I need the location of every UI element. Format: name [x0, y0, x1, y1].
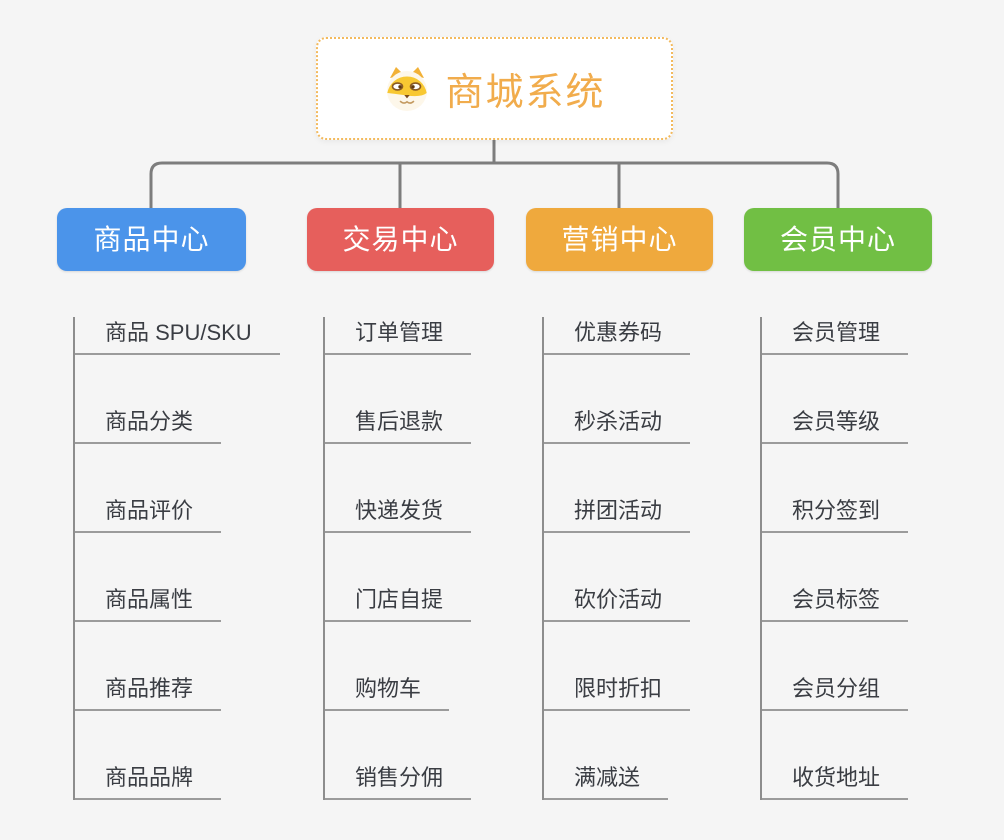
leaf-node[interactable]: 订单管理: [323, 317, 472, 355]
leaf-node[interactable]: 商品推荐: [73, 673, 222, 711]
leaf-node[interactable]: 门店自提: [323, 584, 472, 622]
branch-header[interactable]: 交易中心: [307, 208, 494, 271]
branch-items: 优惠券码秒杀活动拼团活动砍价活动限时折扣满减送: [542, 317, 842, 800]
root-node[interactable]: 商城系统: [316, 37, 673, 140]
leaf-node[interactable]: 满减送: [542, 762, 669, 800]
branch-3: 会员中心 会员管理会员等级积分签到会员标签会员分组收货地址: [744, 208, 932, 800]
branch-header[interactable]: 营销中心: [526, 208, 713, 271]
branch-items: 会员管理会员等级积分签到会员标签会员分组收货地址: [760, 317, 1004, 800]
leaf-node[interactable]: 快递发货: [323, 495, 472, 533]
branch-0: 商品中心 商品 SPU/SKU 商品分类商品评价商品属性商品推荐商品品牌: [57, 208, 280, 800]
leaf-node[interactable]: 会员分组: [760, 673, 909, 711]
leaf-node[interactable]: 会员管理: [760, 317, 909, 355]
root-title: 商城系统: [445, 72, 606, 114]
leaf-node[interactable]: 购物车: [323, 673, 450, 711]
dog-face-icon: [383, 65, 431, 113]
leaf-node[interactable]: 商品评价: [73, 495, 222, 533]
leaf-node[interactable]: 会员标签: [760, 584, 909, 622]
branch-items: 商品 SPU/SKU 商品分类商品评价商品属性商品推荐商品品牌: [73, 317, 373, 800]
leaf-node[interactable]: 售后退款: [323, 406, 472, 444]
leaf-node[interactable]: 会员等级: [760, 406, 909, 444]
branch-header[interactable]: 商品中心: [57, 208, 246, 271]
leaf-node[interactable]: 秒杀活动: [542, 406, 691, 444]
branch-items: 订单管理售后退款快递发货门店自提购物车销售分佣: [323, 317, 623, 800]
leaf-node[interactable]: 收货地址: [760, 762, 909, 800]
leaf-node[interactable]: 销售分佣: [323, 762, 472, 800]
branch-1: 交易中心 订单管理售后退款快递发货门店自提购物车销售分佣: [307, 208, 494, 800]
branch-2: 营销中心 优惠券码秒杀活动拼团活动砍价活动限时折扣满减送: [526, 208, 713, 800]
leaf-node[interactable]: 商品属性: [73, 584, 222, 622]
leaf-node[interactable]: 砍价活动: [542, 584, 691, 622]
leaf-node[interactable]: 优惠券码: [542, 317, 691, 355]
leaf-node[interactable]: 商品 SPU/SKU: [73, 317, 280, 355]
leaf-node[interactable]: 拼团活动: [542, 495, 691, 533]
branch-header[interactable]: 会员中心: [744, 208, 932, 271]
leaf-node[interactable]: 商品分类: [73, 406, 222, 444]
leaf-node[interactable]: 限时折扣: [542, 673, 691, 711]
leaf-node[interactable]: 积分签到: [760, 495, 909, 533]
leaf-node[interactable]: 商品品牌: [73, 762, 222, 800]
branch-rail-line: [149, 161, 840, 212]
